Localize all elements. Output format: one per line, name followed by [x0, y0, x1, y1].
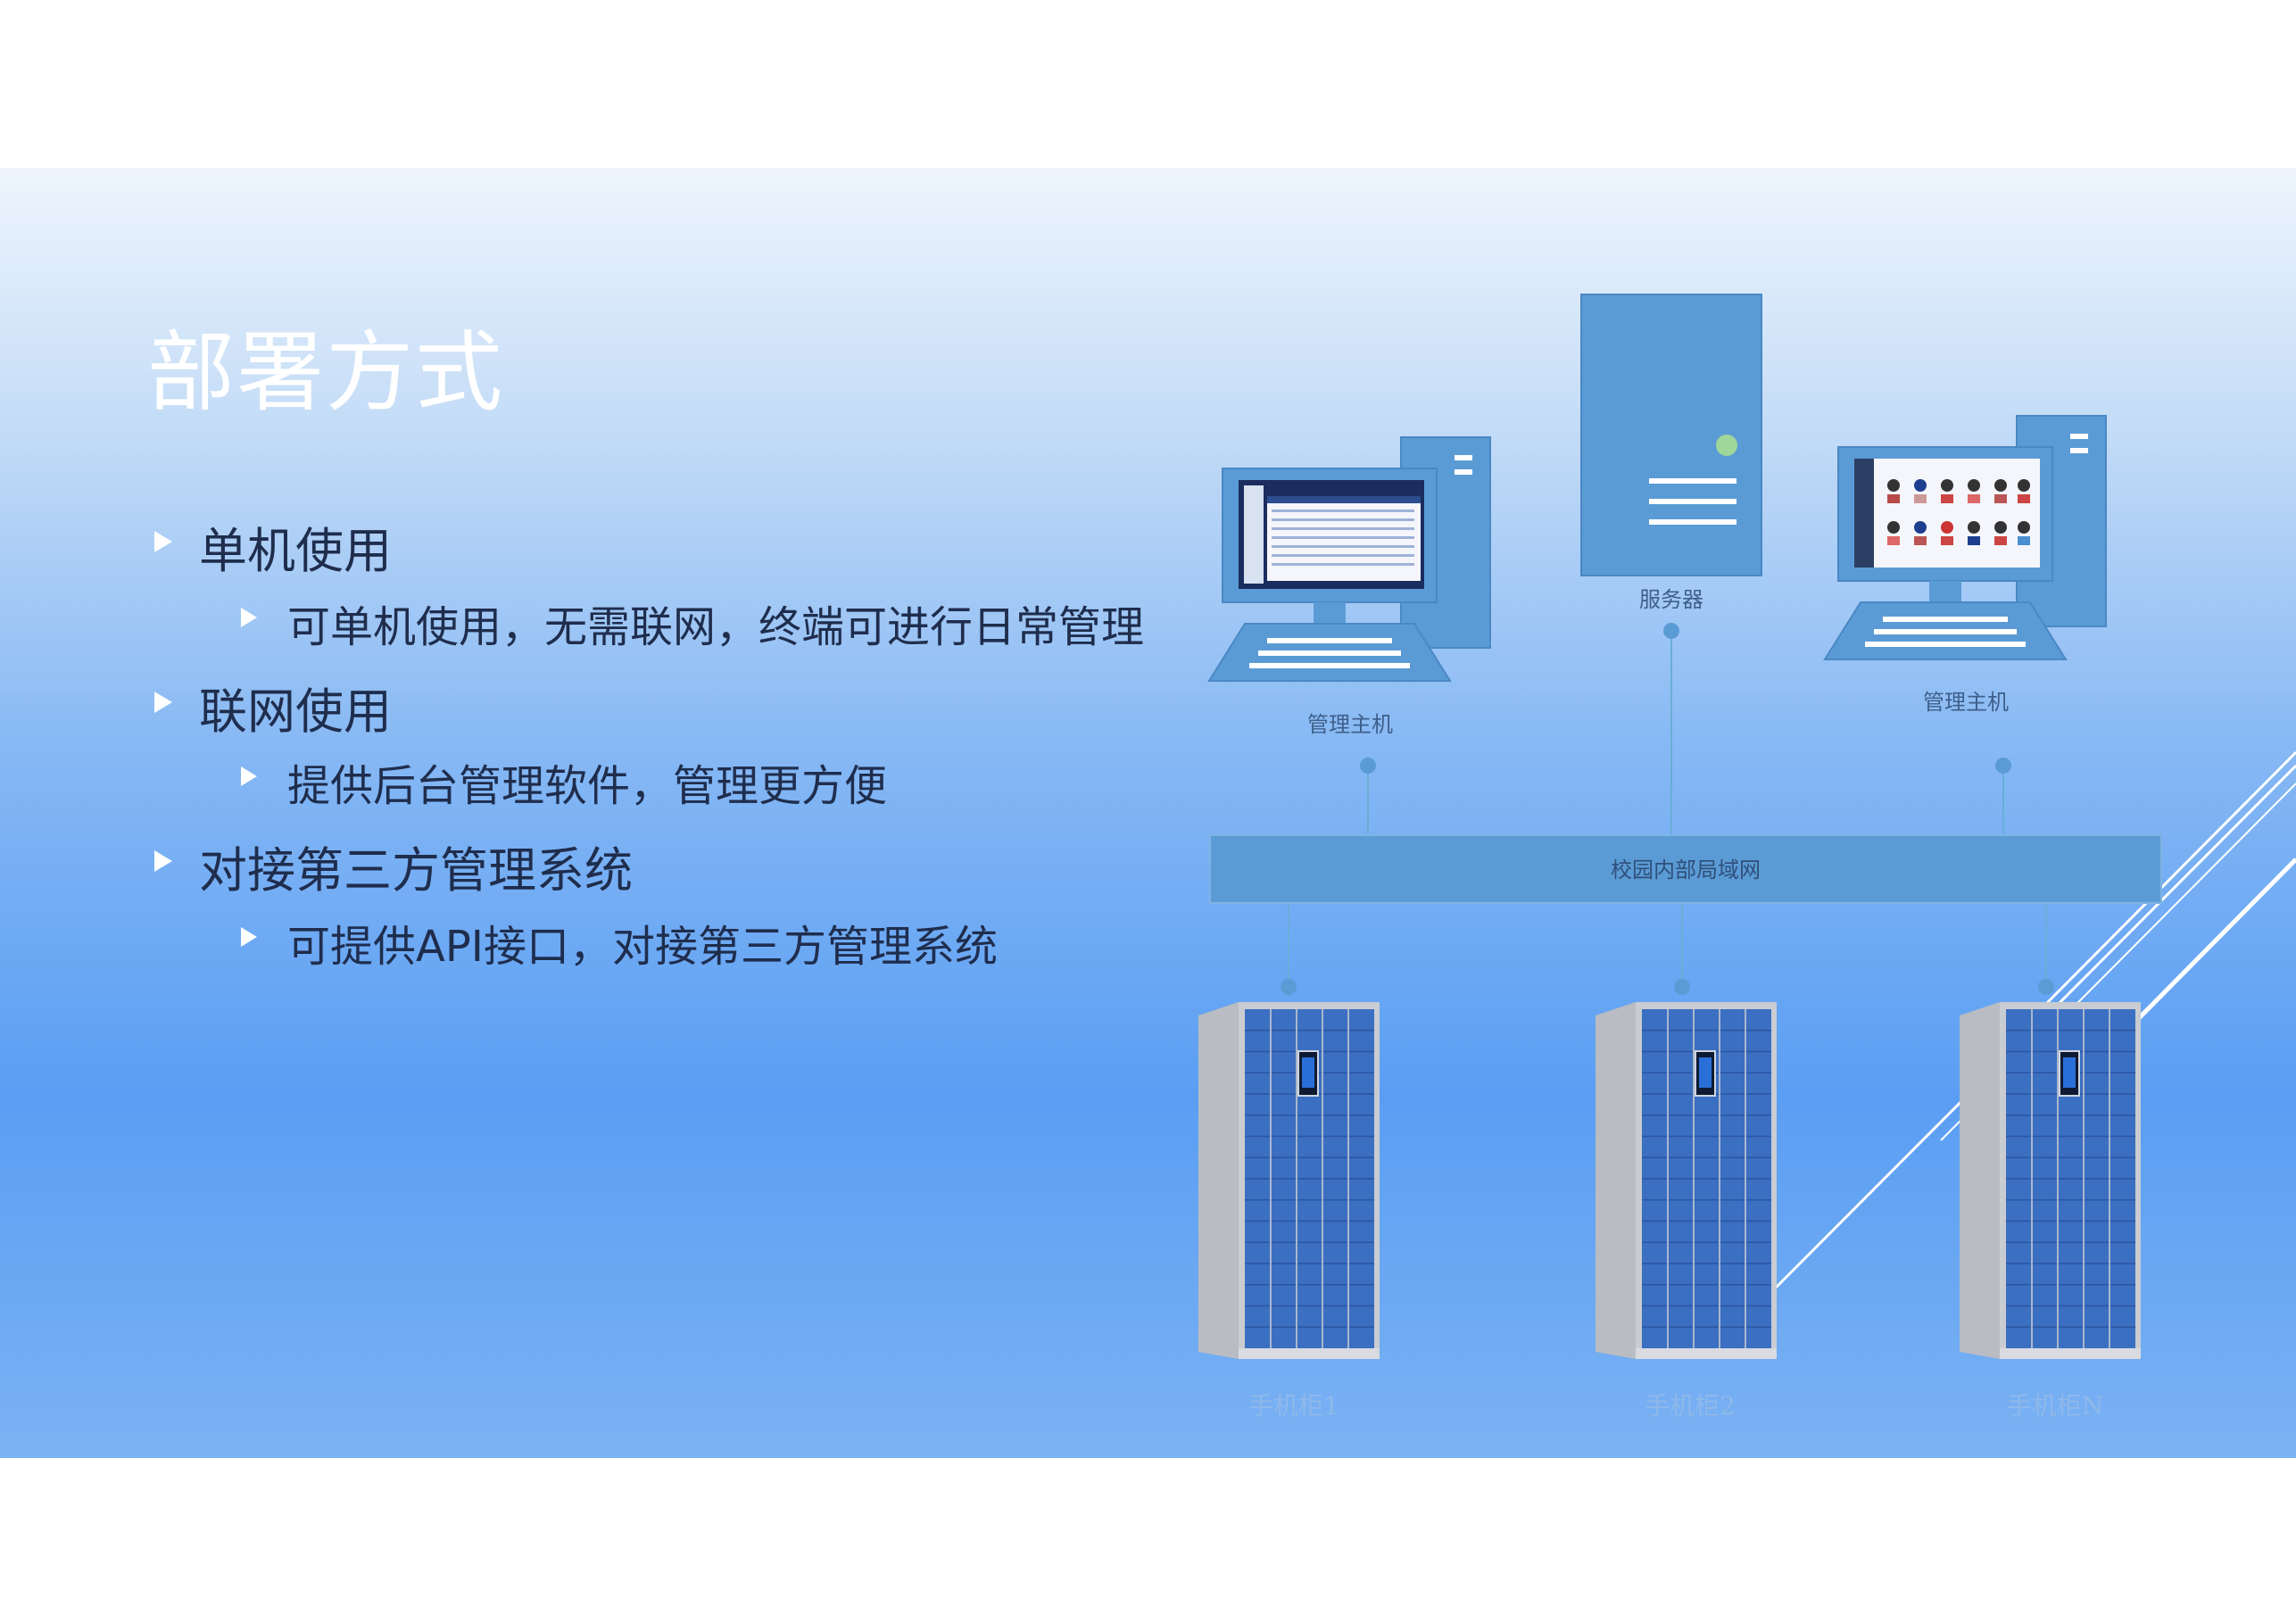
bullet-networked: 联网使用 — [154, 672, 392, 742]
bullet-text: 对接第三方管理系统 — [199, 842, 633, 899]
bullet-text: 单机使用 — [199, 523, 392, 579]
bullet-networked-detail: 提供后台管理软件，管理更方便 — [241, 750, 888, 813]
host-left-icon — [1207, 436, 1491, 682]
phone-cabinet-n — [1960, 1002, 2141, 1359]
server-label: 服务器 — [1639, 587, 1703, 612]
node-dot — [2038, 979, 2054, 995]
bullet-arrow-icon — [154, 850, 172, 872]
bullet-arrow-icon — [241, 927, 257, 947]
bullet-text: 联网使用 — [199, 684, 392, 740]
cabinet-n-label: 手机柜N — [2007, 1391, 2104, 1421]
bullet-third-party-detail: 可提供API接口，对接第三方管理系统 — [241, 911, 998, 974]
slide-title: 部署方式 — [147, 322, 505, 424]
node-dot — [1995, 758, 2011, 774]
cabinet-1-label: 手机柜1 — [1248, 1391, 1339, 1421]
bullet-standalone-detail: 可单机使用，无需联网，终端可进行日常管理 — [241, 592, 1145, 654]
bullet-arrow-icon — [154, 692, 172, 713]
bullet-text: 可单机使用，无需联网，终端可进行日常管理 — [287, 602, 1145, 652]
node-dot — [1360, 758, 1376, 774]
node-dot — [1281, 979, 1297, 995]
node-dot — [1674, 979, 1690, 995]
slide: 部署方式 单机使用 可单机使用，无需联网，终端可进行日常管理 联网使用 提供后台… — [0, 168, 2296, 1458]
node-dot — [1663, 623, 1679, 639]
phone-cabinet-1 — [1198, 1002, 1380, 1359]
host-left-label: 管理主机 — [1307, 712, 1393, 737]
bullet-arrow-icon — [154, 531, 172, 552]
bullet-third-party: 对接第三方管理系统 — [154, 831, 633, 901]
node-dots — [1281, 623, 2054, 995]
bullet-standalone: 单机使用 — [154, 511, 392, 582]
user-photos-icon — [1887, 479, 2030, 545]
bullet-text: 提供后台管理软件，管理更方便 — [287, 761, 888, 811]
phone-cabinet-2 — [1596, 1002, 1777, 1359]
bullet-arrow-icon — [241, 608, 257, 627]
server-icon — [1580, 294, 1762, 576]
host-right-label: 管理主机 — [1923, 690, 2009, 715]
network-label: 校园内部局域网 — [1611, 858, 1761, 882]
network-deployment-diagram: 服务器 — [1198, 294, 2296, 1421]
cabinet-2-label: 手机柜2 — [1645, 1391, 1736, 1421]
bullet-text: 可提供API接口，对接第三方管理系统 — [287, 922, 998, 972]
connection-lines — [1288, 632, 2047, 987]
network-bar — [1209, 834, 2162, 904]
bullet-arrow-icon — [241, 766, 257, 786]
host-right-icon — [1823, 415, 2107, 660]
